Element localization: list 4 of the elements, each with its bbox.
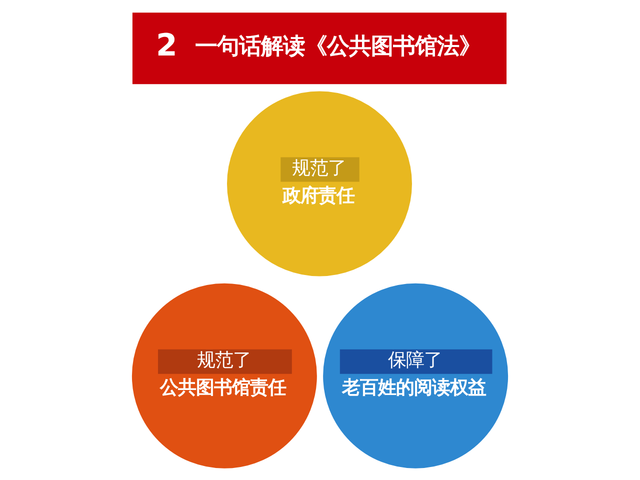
- node-circle: 规范了 政府责任: [227, 90, 412, 276]
- node-box: 2 一句话解读《公共图书馆法》: [132, 12, 507, 84]
- node-circle: 保障了 老百姓的阅读权益: [323, 282, 508, 468]
- node-circle: 规范了 公共图书馆责任: [132, 282, 317, 468]
